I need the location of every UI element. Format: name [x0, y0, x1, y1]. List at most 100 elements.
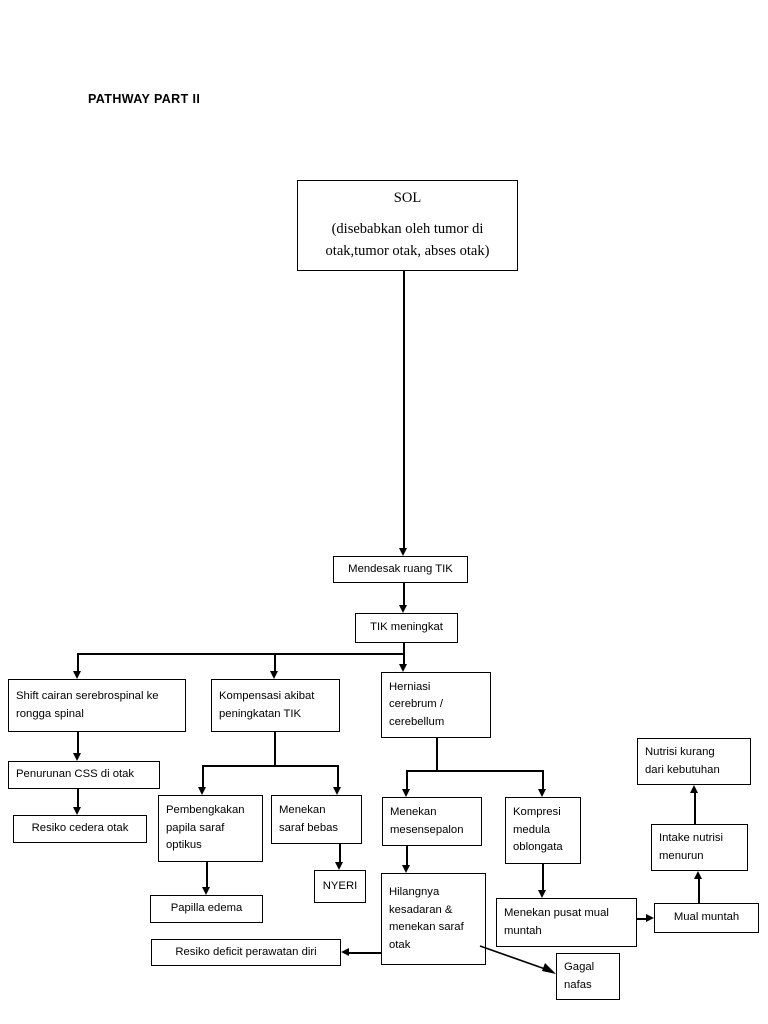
node-hilangnya-line1: Hilangnya	[389, 886, 440, 898]
edge-penurunan-to-resiko-line	[77, 789, 79, 807]
node-gagal-line2: nafas	[564, 978, 592, 991]
edge-kompensasi-to-menekan-saraf-line	[337, 765, 339, 787]
edge-intake-to-nutrisi-arrow	[690, 785, 698, 793]
node-menekan-saraf-bebas[interactable]: Menekan saraf bebas	[271, 795, 362, 844]
node-resiko-deficit-label: Resiko deficit perawatan diri	[175, 945, 317, 958]
edge-hilangnya-to-gagal-nafas-line	[479, 945, 549, 971]
node-kompensasi-akibat-peningkatan-tik[interactable]: Kompensasi akibat peningkatan TIK	[211, 679, 340, 732]
edge-mual-to-intake-line	[698, 879, 700, 903]
node-nutrisi-kurang-dari-kebutuhan[interactable]: Nutrisi kurang dari kebutuhan	[637, 738, 751, 785]
edge-mual-to-intake-arrow	[694, 871, 702, 879]
edge-kompensasi-to-menekan-saraf-arrow	[333, 787, 341, 795]
node-menekan-pusat-mual-muntah[interactable]: Menekan pusat mual muntah	[496, 898, 637, 947]
node-resiko-cedera-label: Resiko cedera otak	[31, 822, 129, 835]
node-sol[interactable]: SOL (disebabkan oleh tumor di otak,tumor…	[297, 180, 518, 271]
node-intake-nutrisi-menurun[interactable]: Intake nutrisi menurun	[651, 824, 748, 871]
node-papilla-edema[interactable]: Papilla edema	[150, 895, 263, 923]
node-intake-line2: menurun	[659, 849, 704, 862]
edge-sol-to-mendesak-line	[403, 271, 405, 548]
edge-herniasi-split-bus	[406, 770, 543, 772]
node-sol-sub-line1: (disebabkan oleh tumor di	[331, 221, 484, 238]
edge-herniasi-split-stem	[436, 738, 438, 770]
edge-kompensasi-split-stem	[274, 732, 276, 765]
edge-hilangnya-to-gagal-nafas-arrow	[542, 963, 556, 974]
edge-tik-split-stem	[403, 643, 405, 655]
node-gagal-nafas[interactable]: Gagal nafas	[556, 953, 620, 1000]
node-menekan-pusat-line2: muntah	[504, 924, 542, 937]
node-pembengkakan-line3: optikus	[166, 839, 202, 852]
edge-hilangnya-to-resiko-deficit-arrow	[341, 948, 349, 956]
node-hilangnya-line2: kesadaran &	[389, 903, 453, 916]
node-shift-cairan-serebrospinal[interactable]: Shift cairan serebrospinal ke rongga spi…	[8, 679, 186, 732]
node-nutrisi-line1: Nutrisi kurang	[645, 746, 715, 758]
node-shift-line2: rongga spinal	[16, 707, 84, 720]
node-kompresi-medula-oblongata[interactable]: Kompresi medula oblongata	[505, 797, 581, 864]
node-pembengkakan-line1: Pembengkakan	[166, 804, 245, 817]
node-menekan-mes-line2: mesensepalon	[390, 823, 464, 836]
node-resiko-cedera-otak[interactable]: Resiko cedera otak	[13, 815, 147, 843]
node-gagal-line1: Gagal	[564, 961, 595, 973]
edge-tik-to-herniasi-arrow	[399, 664, 407, 672]
edge-kompensasi-split-bus	[202, 765, 338, 767]
edge-penurunan-to-resiko-arrow	[73, 807, 81, 815]
edge-menekan-mes-to-hilangnya-arrow	[402, 865, 410, 873]
node-herniasi-line2: cerebrum /	[389, 698, 443, 711]
node-mual-muntah[interactable]: Mual muntah	[654, 903, 759, 933]
node-penurunan-css-di-otak[interactable]: Penurunan CSS di otak	[8, 761, 160, 789]
page-title: PATHWAY PART II	[88, 92, 201, 106]
node-nyeri-label: NYERI	[322, 879, 358, 892]
node-intake-line1: Intake nutrisi	[659, 832, 724, 844]
node-menekan-pusat-line1: Menekan pusat mual	[504, 907, 609, 919]
node-hilangnya-line4: otak	[389, 938, 411, 951]
node-kompresi-line2: medula	[513, 823, 551, 836]
edge-herniasi-to-kompresi-arrow	[538, 789, 546, 797]
edge-herniasi-to-menekan-mes-arrow	[402, 789, 410, 797]
edge-hilangnya-to-resiko-deficit-line	[349, 952, 381, 954]
edge-mendesak-to-tik-line	[403, 583, 405, 605]
node-tik-meningkat-label: TIK meningkat	[370, 621, 443, 634]
node-kompresi-line1: Kompresi	[513, 806, 561, 819]
edge-tik-split-bus	[77, 653, 405, 655]
node-kompensasi-line1: Kompensasi akibat	[219, 690, 315, 702]
node-shift-line1: Shift cairan serebrospinal ke	[16, 690, 159, 702]
edge-kompensasi-to-pembengkakan-line	[202, 765, 204, 787]
node-menekan-saraf-line1: Menekan	[279, 804, 326, 816]
edge-menekan-mes-to-hilangnya-line	[406, 846, 408, 865]
edge-mendesak-to-tik-arrow	[399, 605, 407, 613]
edge-tik-to-herniasi-line	[403, 653, 405, 664]
node-papilla-label: Papilla edema	[170, 902, 243, 915]
node-mendesak-ruang-tik[interactable]: Mendesak ruang TIK	[333, 556, 468, 583]
edge-herniasi-to-menekan-mes-line	[406, 770, 408, 789]
edge-hilangnya-to-gagal-nafas	[479, 945, 556, 974]
node-mendesak-ruang-tik-label: Mendesak ruang TIK	[348, 562, 453, 575]
node-resiko-deficit-perawatan-diri[interactable]: Resiko deficit perawatan diri	[151, 939, 341, 966]
node-menekan-mesensepalon[interactable]: Menekan mesensepalon	[382, 797, 482, 846]
node-nyeri[interactable]: NYERI	[314, 870, 366, 903]
node-hilangnya-kesadaran[interactable]: Hilangnya kesadaran & menekan saraf otak	[381, 873, 486, 965]
node-pembengkakan-line2: papila saraf	[166, 821, 225, 834]
edge-intake-to-nutrisi-line	[694, 793, 696, 824]
edge-pembengkakan-to-papilla-arrow	[202, 887, 210, 895]
node-herniasi-cerebrum-cerebellum[interactable]: Herniasi cerebrum / cerebellum	[381, 672, 491, 738]
edge-shift-to-penurunan-arrow	[73, 753, 81, 761]
edge-kompresi-to-menekan-pusat-arrow	[538, 890, 546, 898]
edge-kompresi-to-menekan-pusat-line	[542, 864, 544, 890]
node-herniasi-line3: cerebellum	[389, 715, 445, 728]
edge-menekan-saraf-to-nyeri-line	[339, 844, 341, 862]
node-menekan-mes-line1: Menekan	[390, 806, 437, 818]
edge-pembengkakan-to-papilla-line	[206, 862, 208, 887]
edge-sol-to-mendesak-arrow	[399, 548, 407, 556]
edge-menekan-pusat-to-mual-line	[637, 918, 646, 920]
edge-tik-to-kompensasi-arrow	[270, 671, 278, 679]
node-sol-sub-line2: otak,tumor otak, abses otak)	[325, 242, 490, 259]
node-kompresi-line3: oblongata	[513, 841, 563, 854]
node-sol-title: SOL	[393, 190, 422, 207]
edge-tik-to-shift-arrow	[73, 671, 81, 679]
node-pembengkakan-papila-saraf-optikus[interactable]: Pembengkakan papila saraf optikus	[158, 795, 263, 862]
node-tik-meningkat[interactable]: TIK meningkat	[355, 613, 458, 643]
node-herniasi-line1: Herniasi	[389, 680, 431, 693]
node-kompensasi-line2: peningkatan TIK	[219, 707, 302, 720]
edge-menekan-pusat-to-mual-arrow	[646, 914, 654, 922]
node-penurunan-label: Penurunan CSS di otak	[16, 768, 135, 781]
